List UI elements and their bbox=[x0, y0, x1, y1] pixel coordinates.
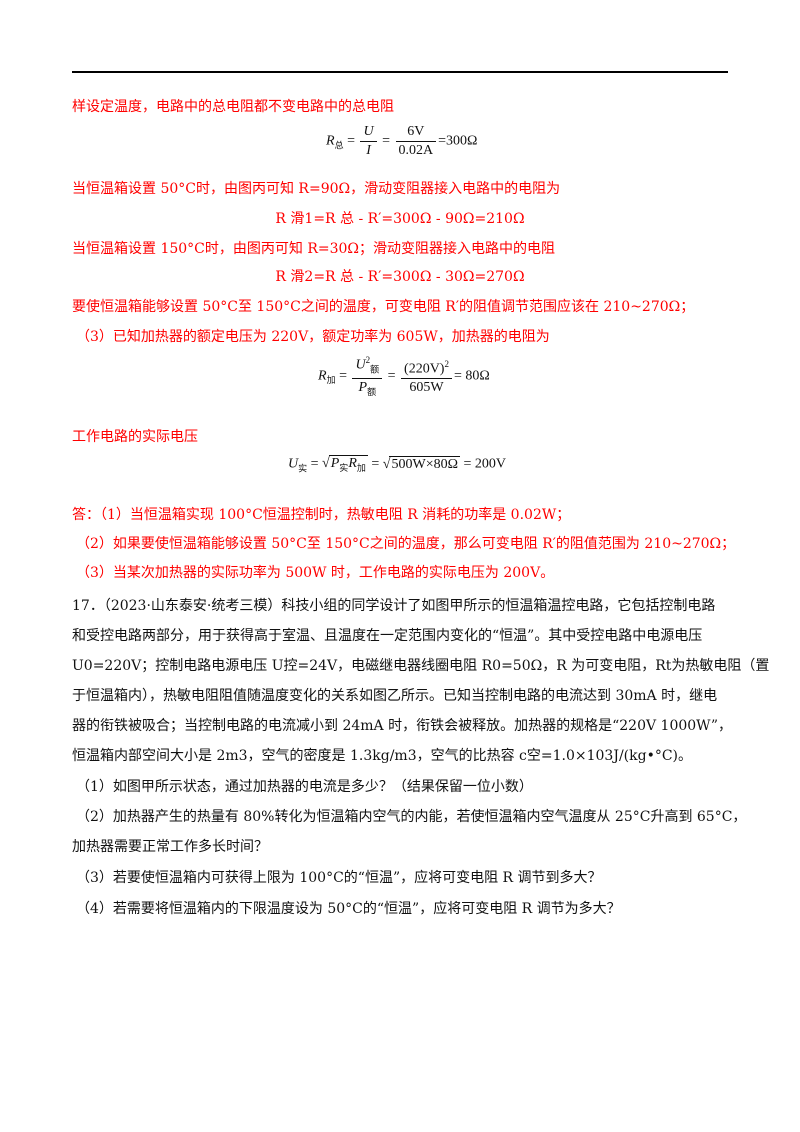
answer-line: 答：（1）当恒温箱实现 100°C恒温控制时，热敏电阻 R 消耗的功率是 0.0… bbox=[72, 507, 571, 523]
question-line: （3）若要使恒温箱内可获得上限为 100°C的“恒温”，应将可变电阻 R 调节到… bbox=[76, 870, 602, 886]
question-line: 17．（2023·山东泰安·统考三模）科技小组的同学设计了如图甲所示的恒温箱温控… bbox=[72, 598, 716, 614]
text-line: 当恒温箱设置 150°C时，由图丙可知 R=30Ω；滑动变阻器接入电路中的电阻 bbox=[72, 241, 556, 257]
question-line: 和受控电路两部分，用于获得高于室温、且温度在一定范围内变化的“恒温”。其中受控电… bbox=[72, 628, 703, 644]
question-line: （4）若需要将恒温箱内的下限温度设为 50°C的“恒温”，应将可变电阻 R 调节… bbox=[76, 901, 621, 917]
question-line: （2）加热器产生的热量有 80%转化为恒温箱内空气的内能，若使恒温箱内空气温度从… bbox=[76, 809, 747, 825]
equation-actual-voltage: U实 = √P实R加 = √500W×80Ω = 200V bbox=[288, 455, 507, 474]
header-rule bbox=[72, 71, 728, 73]
equation-line: R 滑1=R 总 - R′=300Ω - 90Ω=210Ω bbox=[275, 211, 525, 227]
answer-line: （2）如果要使恒温箱能够设置 50°C至 150°C之间的温度，那么可变电阻 R… bbox=[76, 536, 736, 552]
text-line: 工作电路的实际电压 bbox=[72, 429, 198, 445]
equation-line: R 滑2=R 总 - R′=300Ω - 30Ω=270Ω bbox=[275, 269, 525, 285]
question-line: 加热器需要正常工作多长时间？ bbox=[72, 839, 268, 855]
question-line: 器的衔铁被吸合；当控制电路的电流减小到 24mA 时，衔铁会被释放。加热器的规格… bbox=[72, 718, 732, 734]
text-line: 要使恒温箱能够设置 50°C至 150°C之间的温度，可变电阻 R′的阻值调节范… bbox=[72, 299, 695, 315]
question-line: U0=220V；控制电路电源电压 U控=24V，电磁继电器线圈电阻 R0=50Ω… bbox=[72, 658, 770, 674]
answer-line: （3）当某次加热器的实际功率为 500W 时，工作电路的实际电压为 200V。 bbox=[76, 565, 555, 581]
question-line: 恒温箱内部空间大小是 2m3，空气的密度是 1.3kg/m3，空气的比热容 c空… bbox=[72, 748, 693, 764]
question-line: （1）如图甲所示状态，通过加热器的电流是多少？（结果保留一位小数） bbox=[76, 779, 533, 795]
question-line: 于恒温箱内），热敏电阻阻值随温度变化的关系如图乙所示。已知当控制电路的电流达到 … bbox=[72, 688, 718, 704]
text-line: 当恒温箱设置 50°C时，由图丙可知 R=90Ω，滑动变阻器接入电路中的电阻为 bbox=[72, 181, 561, 197]
text-line: （3）已知加热器的额定电压为 220V，额定功率为 605W，加热器的电阻为 bbox=[76, 329, 550, 345]
text-line: 样设定温度，电路中的总电阻都不变电路中的总电阻 bbox=[72, 99, 394, 115]
